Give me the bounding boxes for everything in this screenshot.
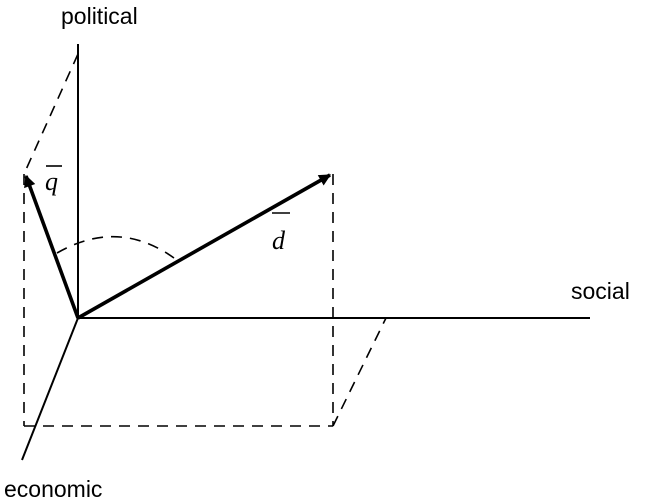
vector-q-arrow: [24, 174, 80, 319]
vector-q-label: q: [45, 167, 58, 196]
economic-axis-label: economic: [4, 476, 102, 501]
social-axis-label: social: [571, 278, 630, 304]
projection-line-top-left: [23, 53, 79, 175]
angle-arc: [56, 235, 175, 259]
vector-d-label: d: [272, 226, 286, 255]
projection-line-bottom-right: [332, 317, 387, 427]
economic-axis: [21, 317, 79, 461]
political-axis-label: political: [61, 3, 138, 29]
vector-d-arrow: [77, 173, 332, 320]
